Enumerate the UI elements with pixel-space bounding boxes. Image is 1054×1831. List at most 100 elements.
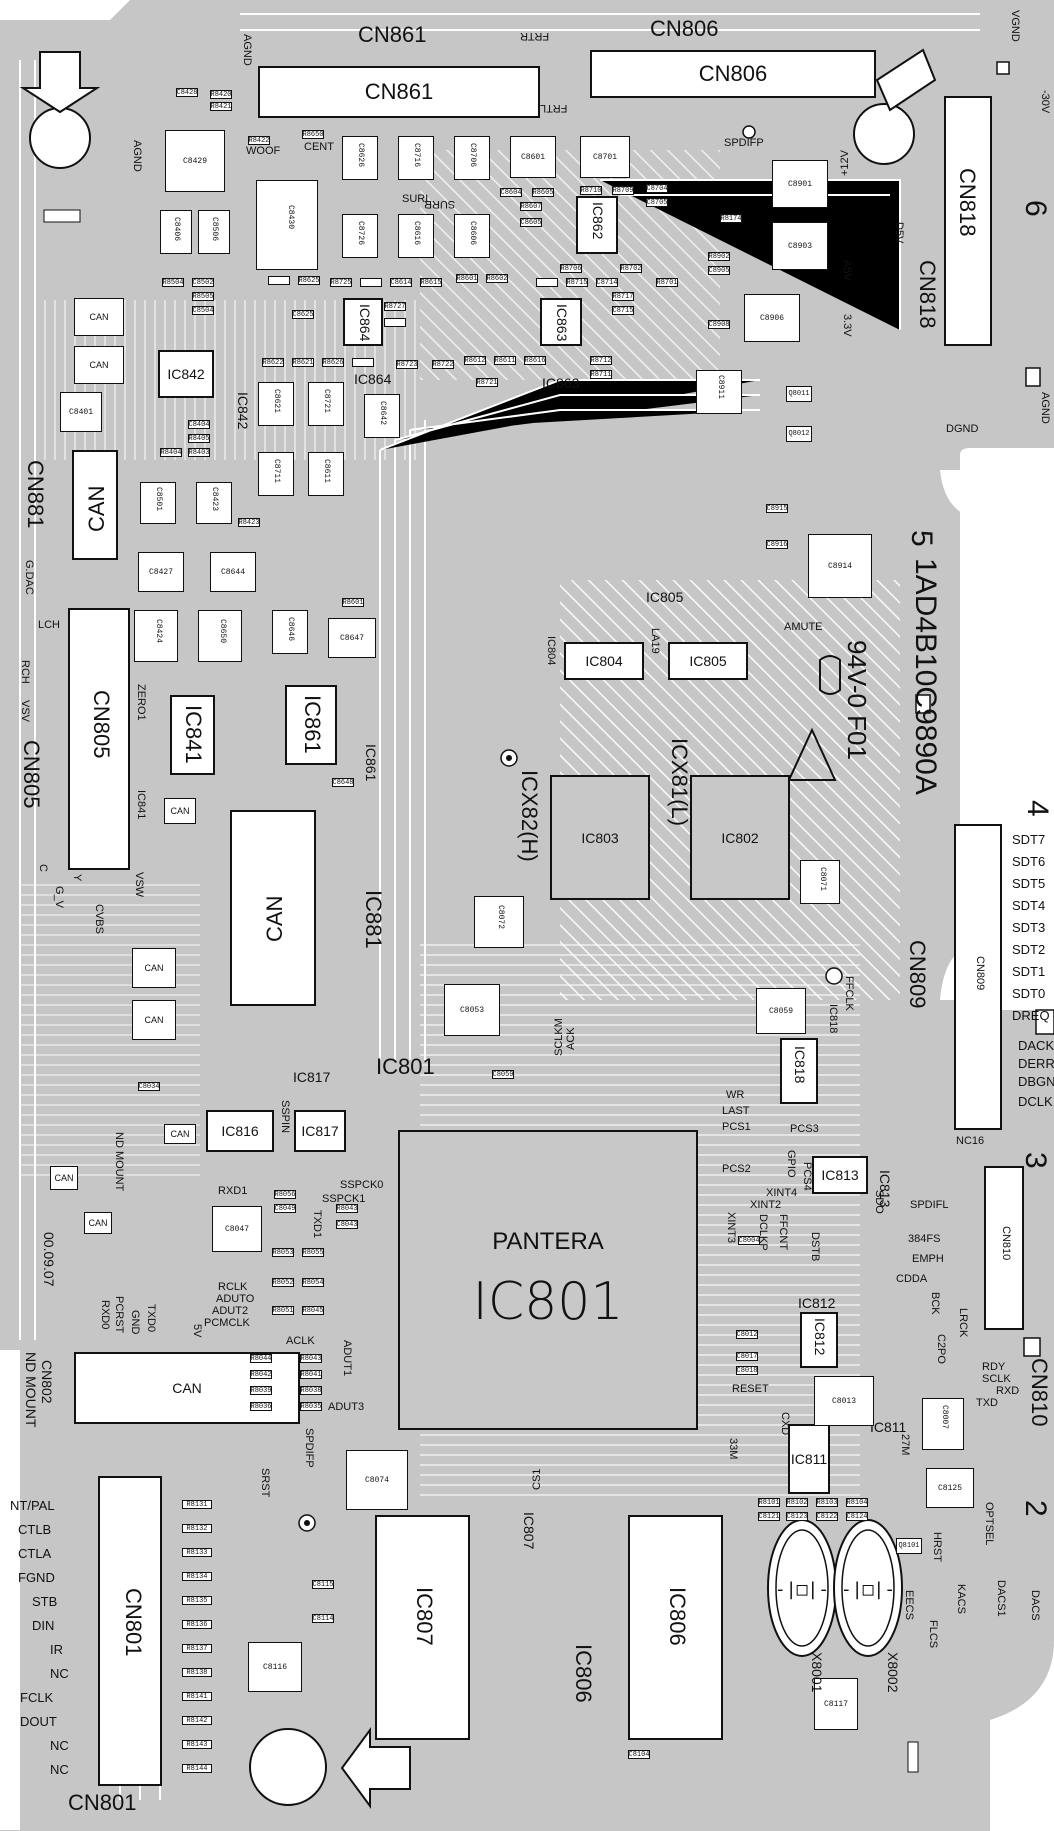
transistor-q8012: Q8012 — [786, 426, 812, 442]
resistor: C8648 — [332, 778, 354, 787]
resistor: R8722 — [432, 360, 454, 369]
resistor: R8174 — [720, 214, 742, 223]
ic863: IC863 — [540, 298, 582, 346]
resistor: R8134 — [182, 1572, 212, 1581]
resistor: R8602 — [486, 274, 508, 283]
resistor: C8625 — [292, 310, 314, 319]
signal-label: SCLK — [982, 1373, 1011, 1385]
resistor: R8042 — [250, 1370, 272, 1379]
cap-c8716: C8716 — [398, 136, 434, 180]
resistor: R8043 — [300, 1354, 322, 1363]
signal-label: AGND — [131, 140, 143, 172]
ic801-label: IC801 — [376, 1054, 435, 1079]
cn801-title: CN801 — [68, 1790, 137, 1815]
resistor: R8043 — [336, 1204, 358, 1213]
signal-label: WOOF — [246, 145, 281, 157]
signal-label: C2PO — [935, 1334, 947, 1364]
signal-label: RCH — [19, 660, 31, 684]
signal-label: SSPIN — [279, 1100, 291, 1134]
cn809-pin: SDT2 — [1012, 942, 1046, 957]
connector-cn818: CN818 — [944, 96, 992, 346]
cap-c8901: C8901 — [772, 160, 828, 208]
resistor: R8051 — [272, 1306, 294, 1315]
signal-label: ACK — [565, 1027, 577, 1050]
cap-c8621: C8621 — [258, 382, 294, 426]
ic864-label: IC864 — [354, 371, 392, 387]
cn809-pin: SDT7 — [1012, 832, 1046, 847]
connector-cn810: CN810 — [984, 1166, 1024, 1330]
zone-number: 3 — [1019, 1152, 1052, 1169]
resistor: R8132 — [182, 1524, 212, 1533]
resistor: R8101 — [758, 1498, 780, 1507]
cap-c8071: C8071 — [800, 860, 840, 904]
ic807: IC807 — [375, 1515, 470, 1740]
ic811: IC811 — [788, 1424, 830, 1494]
resistor: R8131 — [182, 1500, 212, 1509]
cn810-title: CN810 — [1027, 1358, 1052, 1427]
resistor: C8905 — [708, 266, 730, 275]
resistor: R8036 — [250, 1402, 272, 1411]
cn801-pin: CTLA — [18, 1546, 52, 1561]
resistor: C8404 — [188, 420, 210, 429]
resistor: R8035 — [300, 1402, 322, 1411]
signal-label: ADUT3 — [328, 1401, 365, 1413]
icx82-label: ICX82(H) — [517, 770, 542, 862]
ic805-label: IC805 — [646, 589, 684, 605]
cn809-pin: SDT4 — [1012, 898, 1046, 913]
cap-c8401: C8401 — [60, 392, 102, 432]
resistor: C8605 — [520, 218, 542, 227]
cn801-pin: FCLK — [20, 1690, 54, 1705]
cn802-title: CN802 — [39, 1360, 55, 1404]
signal-label: ZERO1 — [135, 684, 147, 721]
cap-c8430: C8430 — [256, 180, 318, 270]
signal-label: LA19 — [649, 628, 661, 654]
resistor: C8908 — [708, 320, 730, 329]
resistor: R8041 — [300, 1370, 322, 1379]
cn809-pin: SDT1 — [1012, 964, 1046, 979]
dclk-label: DCLK — [1018, 1094, 1053, 1109]
signal-label: PCS4 — [801, 1162, 813, 1191]
resistor — [352, 358, 374, 367]
connector-cn861: CN861 — [258, 66, 540, 118]
resistor: R8403 — [188, 448, 210, 457]
resistor: R8622 — [262, 358, 284, 367]
signal-label: AMUTE — [784, 621, 823, 633]
resistor: R8709 — [612, 186, 634, 195]
signal-label: CDDA — [896, 1273, 928, 1285]
ic817-label: IC817 — [293, 1069, 331, 1085]
cn861-title: CN861 — [358, 22, 427, 47]
cn809-pin: SDT6 — [1012, 854, 1046, 869]
cap-c8501: C8501 — [140, 482, 176, 524]
ic804-label: IC804 — [545, 636, 557, 666]
signal-label: 33M — [727, 1438, 739, 1460]
cn881-title: CN881 — [23, 460, 48, 529]
derr-label: DERR — [1018, 1056, 1054, 1071]
resistor: R8711 — [590, 370, 612, 379]
signal-label: LCH — [38, 619, 61, 631]
resistor: C8114 — [312, 1614, 334, 1623]
cap-c8423: C8423 — [196, 482, 232, 524]
resistor: C8104 — [628, 1750, 650, 1759]
connector-cn801: CN801 — [98, 1476, 162, 1786]
cap-c8711: C8711 — [258, 452, 294, 496]
cn805-title: CN805 — [19, 740, 44, 809]
cn801-pin: DOUT — [20, 1714, 57, 1729]
resistor: C8122 — [816, 1512, 838, 1521]
signal-label: VGND — [1009, 10, 1021, 42]
resistor: C8604 — [500, 188, 522, 197]
cap-c8117: C8117 — [814, 1678, 858, 1730]
resistor: R8102 — [786, 1498, 808, 1507]
signal-label: VSW — [133, 872, 145, 898]
resistor: R8701 — [656, 278, 678, 287]
cap-c8616: C8616 — [398, 214, 434, 258]
resistor — [384, 318, 406, 327]
signal-label: DACS — [1029, 1590, 1041, 1621]
cap-c8646: C8646 — [272, 610, 308, 654]
board-date: 00.09.07 — [41, 1232, 57, 1287]
icx81-label: ICX81(L) — [667, 738, 692, 827]
resistor: R8710 — [580, 186, 602, 195]
signal-label: DGND — [946, 423, 979, 435]
can-1: CAN — [74, 298, 124, 336]
resistor: R8650 — [302, 130, 324, 139]
resistor: C8123 — [786, 1512, 808, 1521]
